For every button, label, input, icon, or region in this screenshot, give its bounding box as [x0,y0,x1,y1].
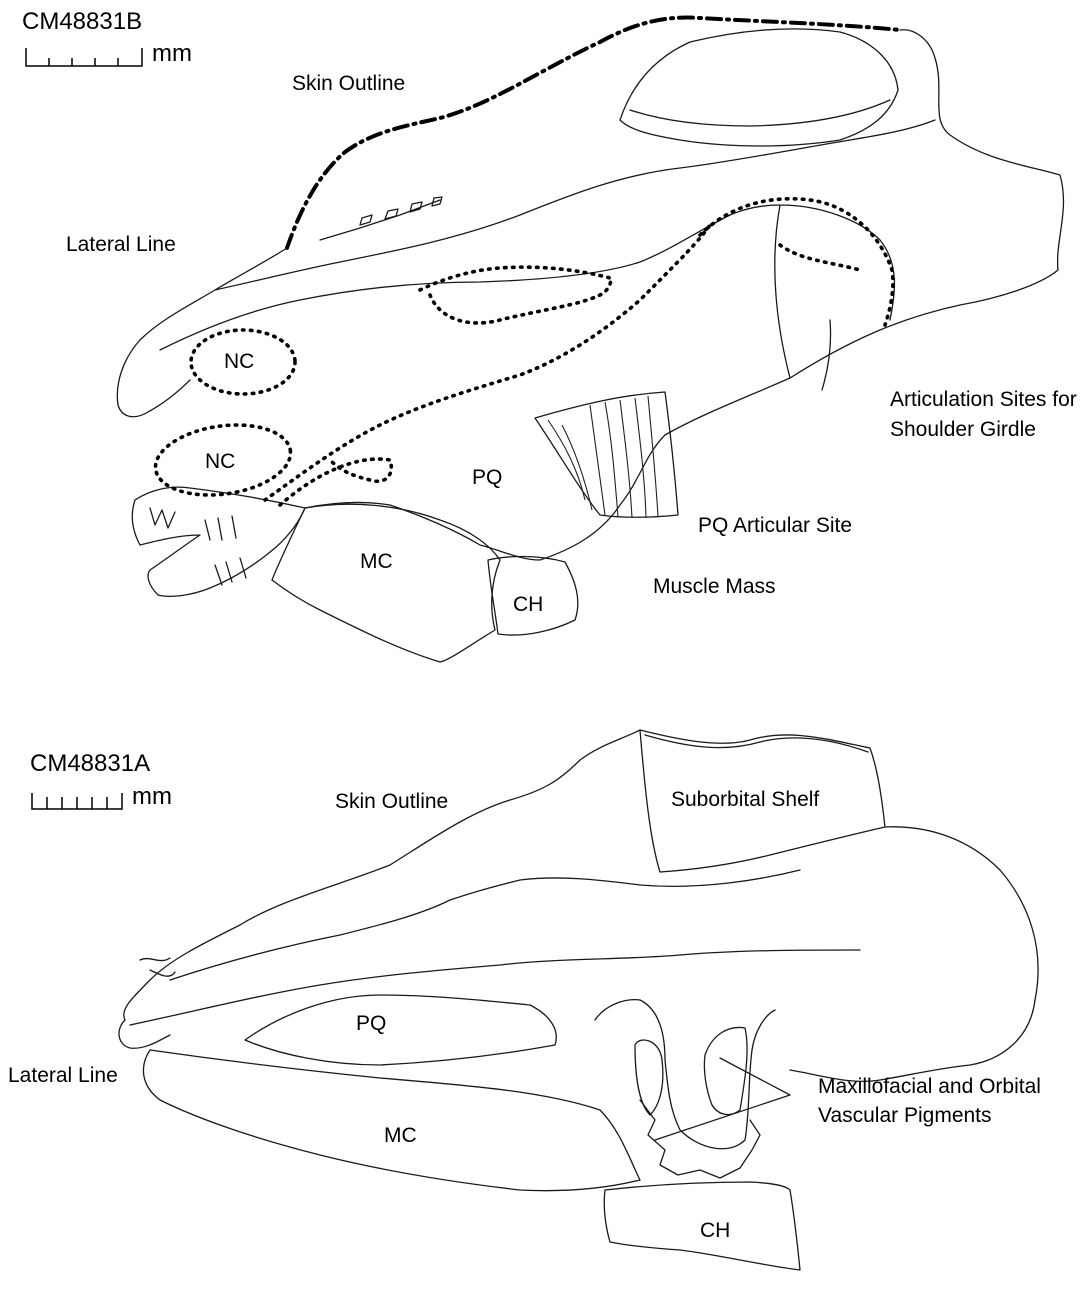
label-skin-outline-a: Skin Outline [335,790,448,814]
vascular-structure-a1 [595,1000,775,1149]
specimen-a-drawing [119,730,1038,1270]
label-suborbital-shelf: Suborbital Shelf [671,788,819,812]
scale-ruler-icon [24,44,146,68]
vascular-structure-a2 [635,1040,663,1115]
label-pq-a: PQ [356,1012,386,1036]
vascular-structure-a3 [704,1027,747,1114]
label-pq-articular-site: PQ Articular Site [698,514,852,538]
label-articulation-line1: Articulation Sites for [890,388,1077,412]
label-pigments-line2: Vascular Pigments [818,1104,992,1128]
specimen-a-id: CM48831A [30,750,150,778]
pq-articular-hatching [548,396,658,518]
label-pigments-line1: Maxillofacial and Orbital [818,1075,1041,1099]
label-ch-a: CH [700,1219,730,1243]
label-ch-b: CH [513,593,543,617]
head-outline-a-right [790,827,1038,1082]
label-articulation-line2: Shoulder Girdle [890,418,1036,442]
skull-midline-a [170,870,800,980]
shoulder-region-b [700,205,894,390]
mc-outline-b [272,504,500,662]
label-nc-upper: NC [224,350,254,374]
pq-dotted-lower [265,225,710,500]
specimen-b-scale-bar: mm [24,40,192,68]
mc-outline-a [143,1050,640,1191]
label-pq-b: PQ [472,466,502,490]
specimen-a-scale-unit: mm [132,783,172,811]
teeth-b [150,508,246,585]
label-nc-lower: NC [205,450,235,474]
label-skin-outline-b: Skin Outline [292,72,405,96]
label-mc-a: MC [384,1124,417,1148]
specimen-b-scale-unit: mm [152,40,192,68]
label-muscle-mass: Muscle Mass [653,575,776,599]
skin-outline-dashdot [287,18,900,248]
lateral-line-canal-b [320,197,442,240]
specimen-a-scale-bar: mm [30,783,172,811]
shelf-top-double [645,735,868,752]
skull-lower-a [130,950,860,1025]
head-outline-b [305,30,1063,560]
scale-ruler-icon [30,787,126,811]
orbit-b-inner [630,100,890,126]
pq-outline-a [245,995,556,1065]
shoulder-dotted-arc [700,199,893,325]
orbit-b [620,29,898,146]
pigments-pointer [655,1058,790,1140]
specimen-b-drawing [117,18,1063,662]
label-lateral-line-a: Lateral Line [8,1064,118,1088]
label-lateral-line-b: Lateral Line [66,233,176,257]
label-mc-b: MC [360,550,393,574]
pq-dotted-upper [420,267,611,323]
snout-a [119,958,175,1048]
pq-dotted-lower-2 [280,459,391,505]
specimen-b-id: CM48831B [22,8,142,36]
